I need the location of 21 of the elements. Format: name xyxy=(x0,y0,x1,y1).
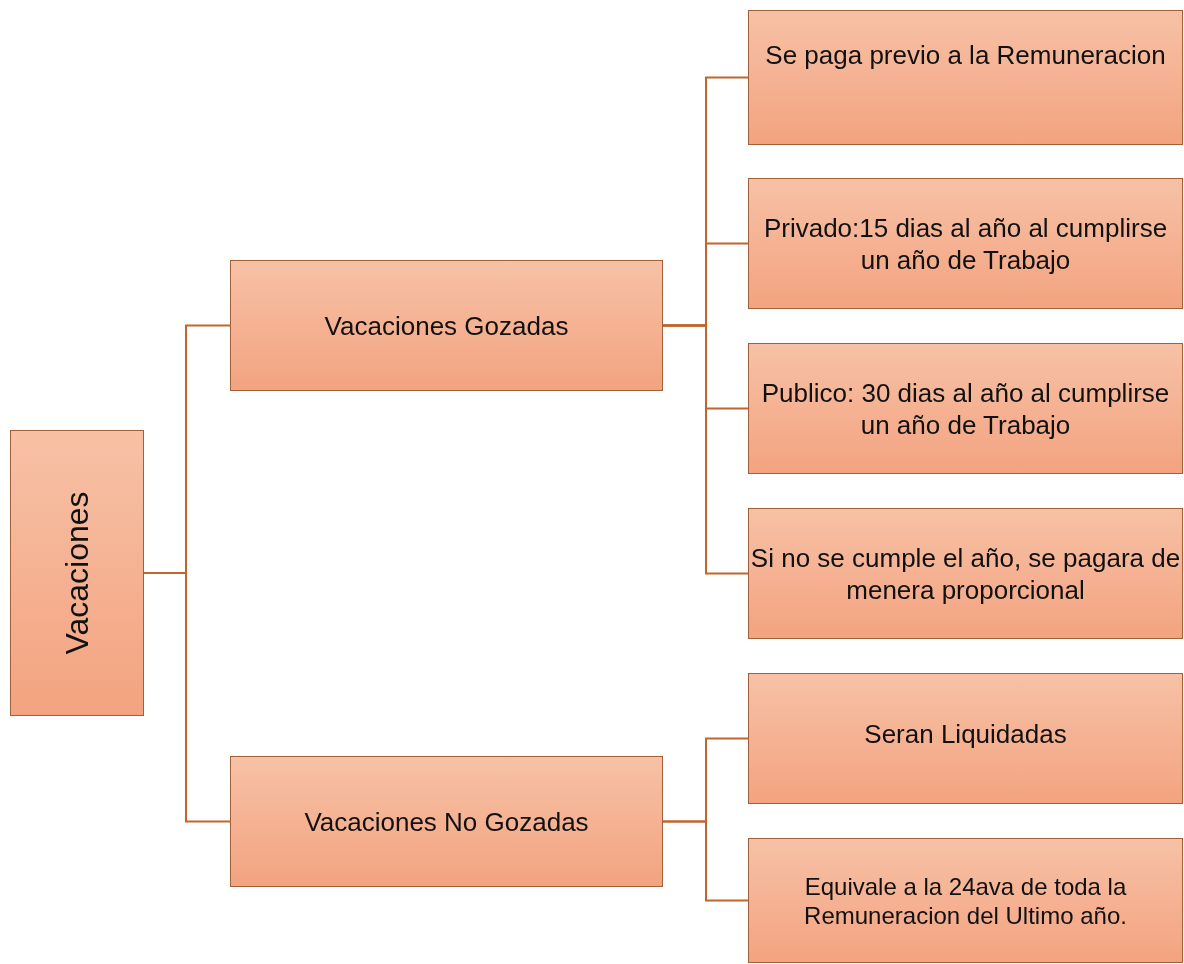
node-label: Privado:15 dias al año al cumplirse un año de Trabajo xyxy=(762,211,1169,276)
node-label: Si no se cumple el año, se pagara de menera proporcional xyxy=(749,541,1182,606)
process-box xyxy=(748,508,1183,639)
node-label: Equivale a la 24ava de toda la Remuneracion del Ultimo año. xyxy=(803,871,1128,930)
process-box xyxy=(748,673,1183,804)
process-box xyxy=(230,756,663,887)
node-label: Vacaciones xyxy=(61,491,93,655)
process-box xyxy=(748,10,1183,145)
connector-line xyxy=(143,572,231,823)
node-label: Se paga previo a la Remuneracion xyxy=(765,39,1166,71)
process-box xyxy=(230,260,663,391)
connector-line xyxy=(662,324,749,575)
node-label: Vacaciones No Gozadas xyxy=(304,805,589,838)
process-box xyxy=(748,178,1183,309)
node-label: Vacaciones Gozadas xyxy=(324,309,569,342)
process-box xyxy=(10,430,144,716)
process-box xyxy=(748,343,1183,474)
node-label: Publico: 30 dias al año al cumplirse un año de Trabajo xyxy=(760,376,1171,441)
connector-line xyxy=(662,820,749,902)
node-label: Seran Liquidadas xyxy=(864,718,1067,750)
process-box xyxy=(748,838,1183,963)
